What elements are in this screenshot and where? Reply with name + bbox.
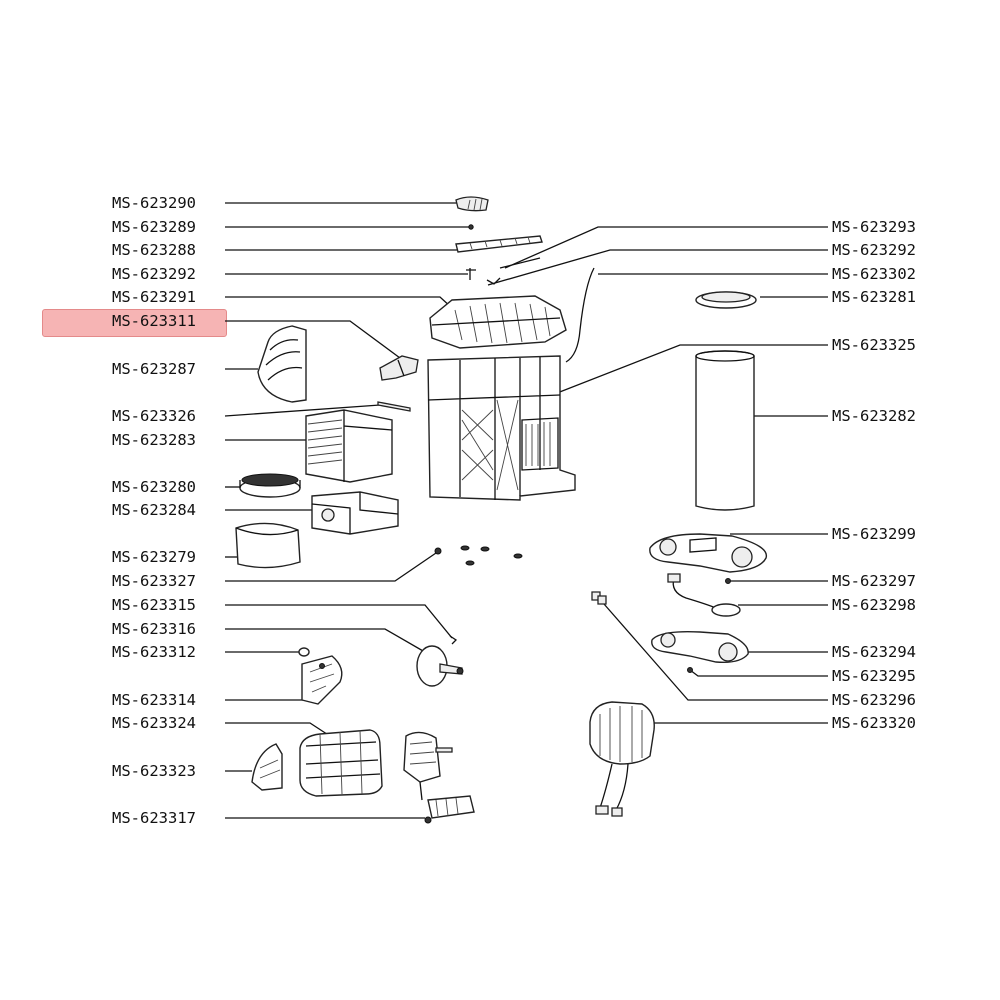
part-623316	[416, 645, 464, 687]
part-623311	[379, 355, 419, 381]
part-623288	[455, 235, 543, 253]
part-623320	[589, 701, 655, 817]
label-ms-623279[interactable]: MS-623279	[112, 548, 196, 566]
part-623279	[235, 522, 301, 569]
part-623317-assembly	[403, 731, 475, 824]
label-ms-623302[interactable]: MS-623302	[832, 265, 916, 283]
label-ms-623281[interactable]: MS-623281	[832, 288, 916, 306]
label-ms-623311-highlighted[interactable]: MS-623311	[112, 312, 196, 330]
part-623287	[257, 325, 307, 403]
part-623297	[725, 578, 731, 584]
part-623302-wire	[565, 267, 595, 363]
part-623326	[377, 401, 411, 412]
label-ms-623291[interactable]: MS-623291	[112, 288, 196, 306]
part-623312	[298, 647, 310, 657]
part-623292-right	[486, 277, 501, 285]
label-ms-623287[interactable]: MS-623287	[112, 360, 196, 378]
part-623294	[651, 630, 749, 664]
label-ms-623294[interactable]: MS-623294	[832, 643, 916, 661]
label-ms-623297[interactable]: MS-623297	[832, 572, 916, 590]
part-623298	[667, 573, 741, 617]
label-ms-623327[interactable]: MS-623327	[112, 572, 196, 590]
part-623296	[591, 591, 607, 605]
part-623282	[695, 350, 755, 511]
part-623292-left	[466, 268, 476, 280]
part-623280	[239, 473, 301, 498]
label-ms-623284[interactable]: MS-623284	[112, 501, 196, 519]
part-623289	[468, 224, 474, 230]
part-623293	[499, 257, 541, 269]
label-ms-623292-right[interactable]: MS-623292	[832, 241, 916, 259]
part-623315	[449, 635, 458, 645]
label-ms-623317[interactable]: MS-623317	[112, 809, 196, 827]
part-623291	[429, 295, 567, 349]
label-ms-623325[interactable]: MS-623325	[832, 336, 916, 354]
label-ms-623323[interactable]: MS-623323	[112, 762, 196, 780]
part-623314	[301, 655, 343, 705]
label-ms-623283[interactable]: MS-623283	[112, 431, 196, 449]
highlighted-part-box	[42, 309, 227, 337]
label-ms-623293[interactable]: MS-623293	[832, 218, 916, 236]
label-ms-623312[interactable]: MS-623312	[112, 643, 196, 661]
part-623283	[305, 409, 393, 483]
label-ms-623295[interactable]: MS-623295	[832, 667, 916, 685]
label-ms-623280[interactable]: MS-623280	[112, 478, 196, 496]
part-623295	[687, 667, 693, 673]
part-623325	[427, 355, 576, 501]
label-ms-623299[interactable]: MS-623299	[832, 525, 916, 543]
label-ms-623289[interactable]: MS-623289	[112, 218, 196, 236]
part-623281	[695, 291, 757, 309]
leader-lines	[224, 202, 828, 819]
label-ms-623288[interactable]: MS-623288	[112, 241, 196, 259]
part-623284	[311, 491, 399, 535]
label-ms-623314[interactable]: MS-623314	[112, 691, 196, 709]
label-ms-623282[interactable]: MS-623282	[832, 407, 916, 425]
label-ms-623324[interactable]: MS-623324	[112, 714, 196, 732]
label-ms-623320[interactable]: MS-623320	[832, 714, 916, 732]
part-623323	[251, 743, 283, 791]
label-ms-623298[interactable]: MS-623298	[832, 596, 916, 614]
label-ms-623326[interactable]: MS-623326	[112, 407, 196, 425]
label-ms-623315[interactable]: MS-623315	[112, 596, 196, 614]
part-623324	[299, 729, 383, 797]
part-623290	[455, 196, 489, 212]
label-ms-623316[interactable]: MS-623316	[112, 620, 196, 638]
part-feet	[434, 545, 523, 566]
label-ms-623290[interactable]: MS-623290	[112, 194, 196, 212]
label-ms-623296[interactable]: MS-623296	[832, 691, 916, 709]
part-623299	[649, 533, 768, 573]
label-ms-623292-left[interactable]: MS-623292	[112, 265, 196, 283]
